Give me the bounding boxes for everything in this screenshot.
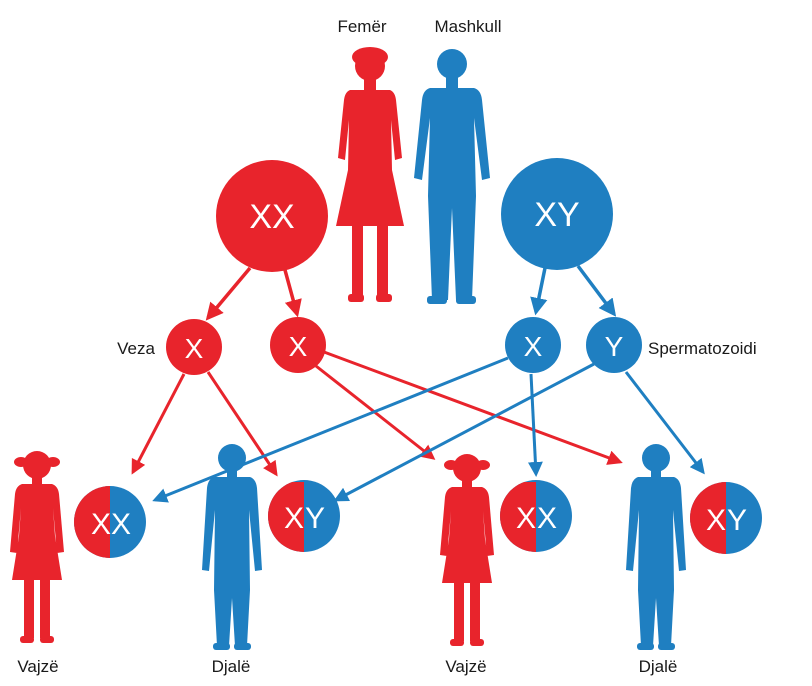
child-3-chromosome-circle bbox=[500, 480, 572, 552]
child-1-girl-figure bbox=[10, 451, 64, 643]
female-parent-figure bbox=[336, 47, 404, 302]
child-3-label: Vajzë bbox=[445, 657, 486, 676]
egg-2-text: X bbox=[289, 331, 308, 362]
child-4-chromosome-circle bbox=[690, 482, 762, 554]
child-2-chromosome-circle bbox=[268, 480, 340, 552]
child-3-girl-figure bbox=[440, 454, 494, 646]
child-1-label: Vajzë bbox=[17, 657, 58, 676]
arrow-sperm1-to-child3 bbox=[527, 373, 543, 477]
arrow-sperm1-to-child1 bbox=[152, 356, 509, 503]
child-4-boy-figure bbox=[626, 444, 686, 650]
child-1-chromosome-circle bbox=[74, 486, 146, 558]
child-3-left-chromosome: X bbox=[516, 502, 536, 535]
egg-2-circle bbox=[270, 317, 326, 373]
sperm-1-circle bbox=[505, 317, 561, 373]
child-4-left-chromosome: X bbox=[706, 504, 726, 537]
sperm-label: Spermatozoidi bbox=[648, 339, 757, 358]
female-xx-text: XX bbox=[249, 198, 294, 236]
arrow-male-to-sperm2 bbox=[576, 264, 617, 317]
egg-1-circle bbox=[166, 319, 222, 375]
child-1-left-chromosome: X bbox=[91, 508, 111, 541]
arrow-male-to-sperm1 bbox=[530, 267, 548, 316]
male-parent-label: Mashkull bbox=[434, 17, 501, 36]
male-xy-circle bbox=[501, 158, 613, 270]
arrow-egg2-to-child4 bbox=[323, 350, 623, 465]
male-parent-figure bbox=[414, 49, 490, 304]
male-xy-text: XY bbox=[534, 196, 579, 234]
child-1-right-chromosome: X bbox=[111, 508, 131, 541]
arrow-female-to-egg1 bbox=[205, 266, 252, 321]
child-2-left-chromosome: X bbox=[284, 502, 304, 535]
arrow-sperm2-to-child4 bbox=[624, 371, 705, 475]
child-2-boy-figure bbox=[202, 444, 262, 650]
sperm-2-text: Y bbox=[605, 331, 624, 362]
arrow-egg1-to-child1 bbox=[131, 373, 186, 475]
egg-1-text: X bbox=[185, 333, 204, 364]
child-2-label: Djalë bbox=[212, 657, 251, 676]
child-3-right-chromosome: X bbox=[537, 502, 557, 535]
arrow-female-to-egg2 bbox=[283, 269, 302, 318]
sperm-1-text: X bbox=[524, 331, 543, 362]
sperm-2-circle bbox=[586, 317, 642, 373]
child-4-right-chromosome: Y bbox=[727, 504, 747, 537]
female-xx-circle bbox=[216, 160, 328, 272]
arrow-sperm2-to-child2 bbox=[333, 362, 595, 502]
child-2-right-chromosome: Y bbox=[305, 502, 325, 535]
female-parent-label: Femër bbox=[337, 17, 386, 36]
egg-label: Veza bbox=[117, 339, 155, 358]
child-4-label: Djalë bbox=[639, 657, 678, 676]
